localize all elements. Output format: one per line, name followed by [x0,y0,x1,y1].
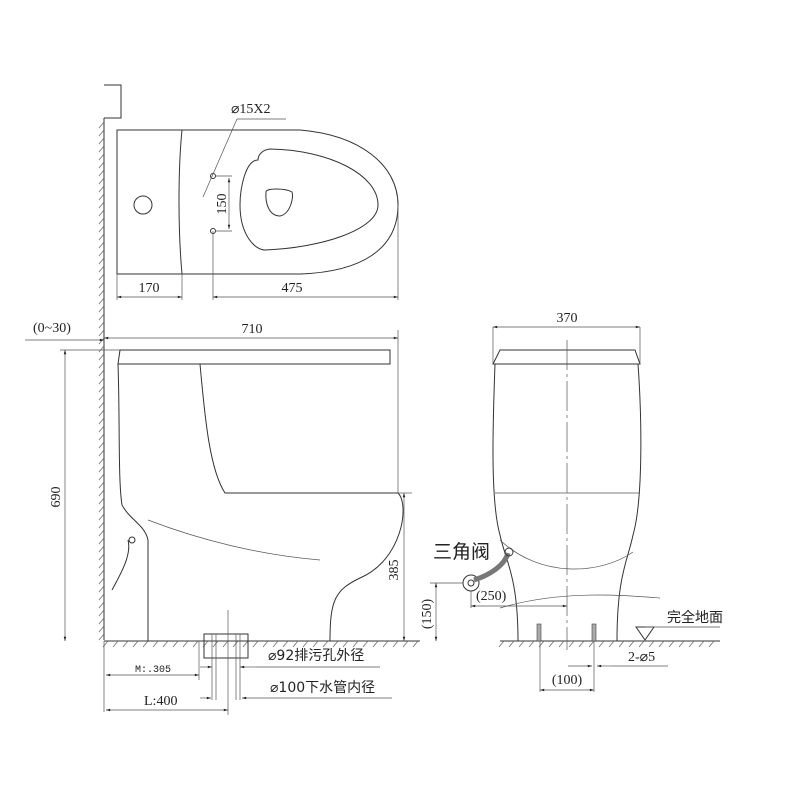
floor-front [498,640,720,648]
rough-in-label: L:400 [144,694,177,709]
side-view: (0~30) 710 690 385 ⌀92排污孔外径 ⌀100下水管内径 M:… [25,321,412,715]
drain-outlet [203,610,249,715]
tank-depth-label: 170 [139,281,160,296]
width-label: 370 [557,311,578,326]
floor-bolt [591,623,597,642]
hole-spacing-label: 150 [215,194,230,215]
front-view: 370 三角阀 (150) (250) 2-⌀5 (100) 完全地面 [420,311,723,692]
drain-inner-label: ⌀100下水管内径 [270,680,375,696]
rough-in-min-label: M:.305 [135,665,171,676]
length-label: 710 [242,322,263,337]
hole-to-front-label: 475 [282,281,303,296]
flush-hole [133,195,153,215]
wall-gap-label: (0~30) [33,321,71,336]
outlet-outer-label: ⌀92排污孔外径 [268,648,364,664]
valve-height-label: (150) [420,599,435,630]
floor-level-icon [635,626,655,641]
floor-side [102,640,420,648]
seat-height-label: 385 [387,560,402,581]
floor-bolt [536,623,542,642]
height-label: 690 [49,487,64,508]
bolt-spacing-label: (100) [552,673,583,688]
floor-label: 完全地面 [667,609,723,626]
top-view: ⌀15X2 150 170 475 [116,102,399,300]
angle-valve-label: 三角阀 [433,541,490,563]
hole-size-label: ⌀15X2 [231,102,271,117]
wall [98,84,122,641]
valve-offset-label: (250) [476,589,507,604]
bolt-label: 2-⌀5 [628,650,655,665]
